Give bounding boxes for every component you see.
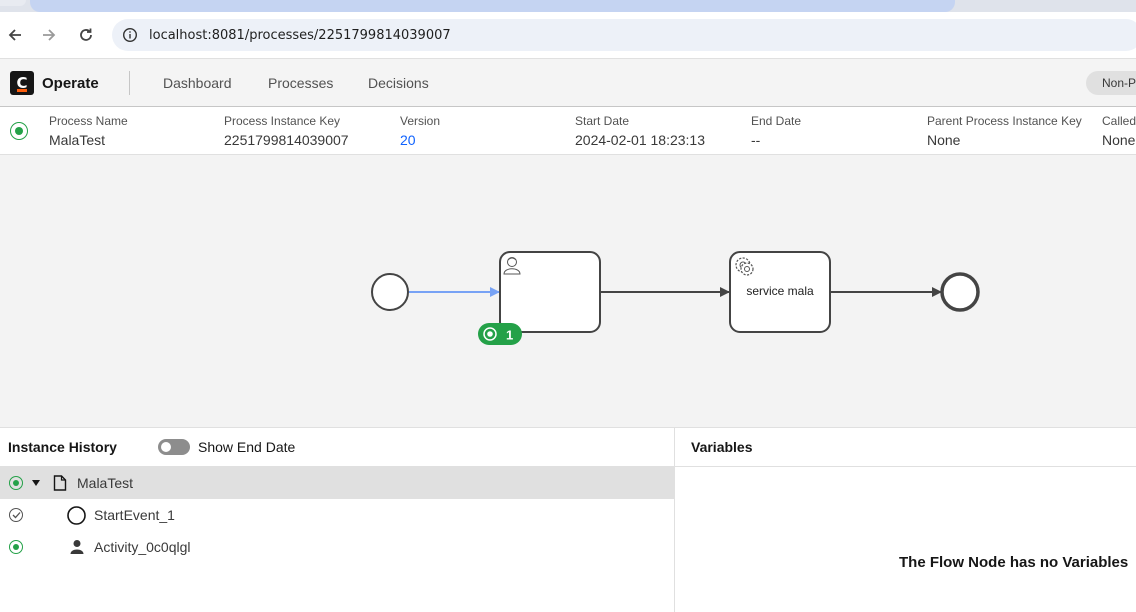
app-name[interactable]: Operate xyxy=(42,75,99,92)
start-date-field: Start Date 2024-02-01 18:23:13 xyxy=(575,114,705,148)
field-label: Called xyxy=(1102,114,1136,128)
history-row-start-event[interactable]: StartEvent_1 xyxy=(0,499,675,531)
instance-header: Process Name MalaTest Process Instance K… xyxy=(0,107,1136,155)
empty-variables-message: The Flow Node has no Variables xyxy=(899,554,1129,571)
process-name-field: Process Name MalaTest xyxy=(49,114,128,148)
reload-icon xyxy=(80,28,92,41)
variables-header: Variables xyxy=(675,428,1136,467)
field-value: 2024-02-01 18:23:13 xyxy=(575,132,705,148)
history-row-user-task[interactable]: Activity_0c0qlgl xyxy=(0,531,675,563)
bpmn-canvas: 1 service mala xyxy=(371,251,980,345)
field-label: End Date xyxy=(751,114,802,128)
gear-icon xyxy=(735,257,754,276)
browser-tab-inactive[interactable] xyxy=(0,0,26,6)
field-value: 2251799814039007 xyxy=(224,132,349,148)
environment-badge: Non-P xyxy=(1086,71,1136,95)
bpmn-diagram[interactable]: 1 service mala xyxy=(0,155,1136,428)
field-label: Parent Process Instance Key xyxy=(927,114,1082,128)
active-token-badge[interactable]: 1 xyxy=(478,323,522,345)
header-divider xyxy=(129,71,130,95)
show-end-date-toggle[interactable] xyxy=(158,439,190,455)
active-status-icon xyxy=(9,476,23,490)
user-icon xyxy=(503,257,521,275)
completed-status-icon xyxy=(9,508,23,522)
back-button[interactable] xyxy=(2,22,28,48)
parent-instance-key-field: Parent Process Instance Key None xyxy=(927,114,1082,148)
instance-active-status-icon xyxy=(10,122,28,140)
start-event[interactable] xyxy=(371,273,409,311)
field-label: Process Instance Key xyxy=(224,114,341,128)
variables-panel: Variables The Flow Node has no Variables xyxy=(675,428,1136,612)
version-field: Version 20 xyxy=(400,114,440,148)
field-value: MalaTest xyxy=(49,132,106,148)
document-icon xyxy=(53,475,67,491)
active-token-count: 1 xyxy=(506,328,513,343)
show-end-date-label[interactable]: Show End Date xyxy=(198,439,296,455)
field-value: -- xyxy=(751,132,761,148)
variables-title: Variables xyxy=(691,439,753,455)
service-task-activity[interactable]: service mala xyxy=(729,251,831,333)
history-row-label: MalaTest xyxy=(77,475,134,491)
browser-tab-active[interactable] xyxy=(30,0,955,12)
history-row-process[interactable]: MalaTest xyxy=(0,467,675,499)
end-date-field: End Date -- xyxy=(751,114,801,148)
field-label: Start Date xyxy=(575,114,630,128)
browser-tab-strip xyxy=(0,0,1136,12)
app-header: C Operate Dashboard Processes Decisions … xyxy=(0,59,1136,107)
version-link[interactable]: 20 xyxy=(400,132,416,148)
active-status-icon xyxy=(9,540,23,554)
nav-decisions[interactable]: Decisions xyxy=(368,75,429,91)
arrow-right-icon xyxy=(43,29,56,41)
field-value: None xyxy=(927,132,961,148)
start-event-icon xyxy=(67,506,86,525)
camunda-logo[interactable]: C xyxy=(10,71,34,95)
forward-button[interactable] xyxy=(36,22,62,48)
field-label: Version xyxy=(400,114,441,128)
reload-button[interactable] xyxy=(73,22,99,48)
user-icon xyxy=(70,540,84,554)
instance-history-header: Instance History xyxy=(0,428,674,467)
history-row-label: StartEvent_1 xyxy=(94,507,175,523)
instance-history-panel: Instance History Show End Date MalaTest … xyxy=(0,428,675,612)
nav-processes[interactable]: Processes xyxy=(268,75,334,91)
browser-toolbar: localhost:8081/processes/225179981403900… xyxy=(0,12,1136,59)
site-info-icon[interactable] xyxy=(122,27,138,43)
service-task-label: service mala xyxy=(746,284,814,298)
url-text: localhost:8081/processes/225179981403900… xyxy=(149,27,451,43)
address-bar[interactable]: localhost:8081/processes/225179981403900… xyxy=(112,19,1136,51)
instance-history-title: Instance History xyxy=(8,439,117,455)
end-event[interactable] xyxy=(940,272,980,312)
caret-down-icon[interactable] xyxy=(31,479,41,487)
field-label: Process Name xyxy=(49,114,128,128)
user-task-activity[interactable] xyxy=(499,251,601,333)
instance-key-field: Process Instance Key 2251799814039007 xyxy=(224,114,349,148)
field-value: None xyxy=(1102,132,1136,148)
called-instances-field: Called None xyxy=(1102,114,1136,148)
arrow-left-icon xyxy=(8,29,21,41)
nav-dashboard[interactable]: Dashboard xyxy=(163,75,232,91)
history-row-label: Activity_0c0qlgl xyxy=(94,539,191,555)
